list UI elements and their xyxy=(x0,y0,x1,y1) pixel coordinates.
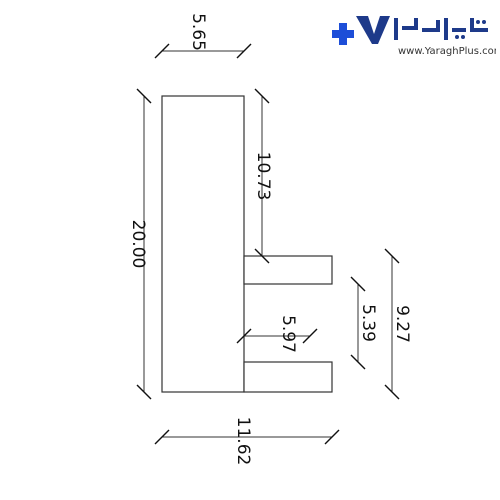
dim-upper-height-label: 10.73 xyxy=(253,152,273,201)
plus-icon xyxy=(332,23,354,45)
dim-upper-height: 10.73 xyxy=(253,88,273,264)
dim-total-height: 20.00 xyxy=(128,88,152,400)
logo: www.YaraghPlus.com xyxy=(328,6,500,66)
dim-notch-height-label: 5.39 xyxy=(358,304,378,342)
dim-bottom-width: 11.62 xyxy=(154,417,340,466)
logo-lettering xyxy=(394,18,488,40)
logo-url: www.YaraghPlus.com xyxy=(398,46,496,57)
main-body xyxy=(161,95,245,393)
upper-arm xyxy=(243,255,333,285)
dim-notch-width: 5.97 xyxy=(236,315,318,353)
dim-top-width: 5.65 xyxy=(154,13,252,59)
dim-lower-height-label: 9.27 xyxy=(392,305,412,343)
dim-bottom-width-label: 11.62 xyxy=(233,417,253,466)
dim-notch-width-label: 5.97 xyxy=(278,315,298,353)
dim-total-height-label: 20.00 xyxy=(128,220,148,269)
logo-mark xyxy=(356,16,390,44)
dim-top-width-label: 5.65 xyxy=(188,13,208,51)
lower-arm xyxy=(243,361,333,393)
dim-notch-height: 5.39 xyxy=(350,276,378,370)
dim-lower-height: 9.27 xyxy=(384,248,412,400)
